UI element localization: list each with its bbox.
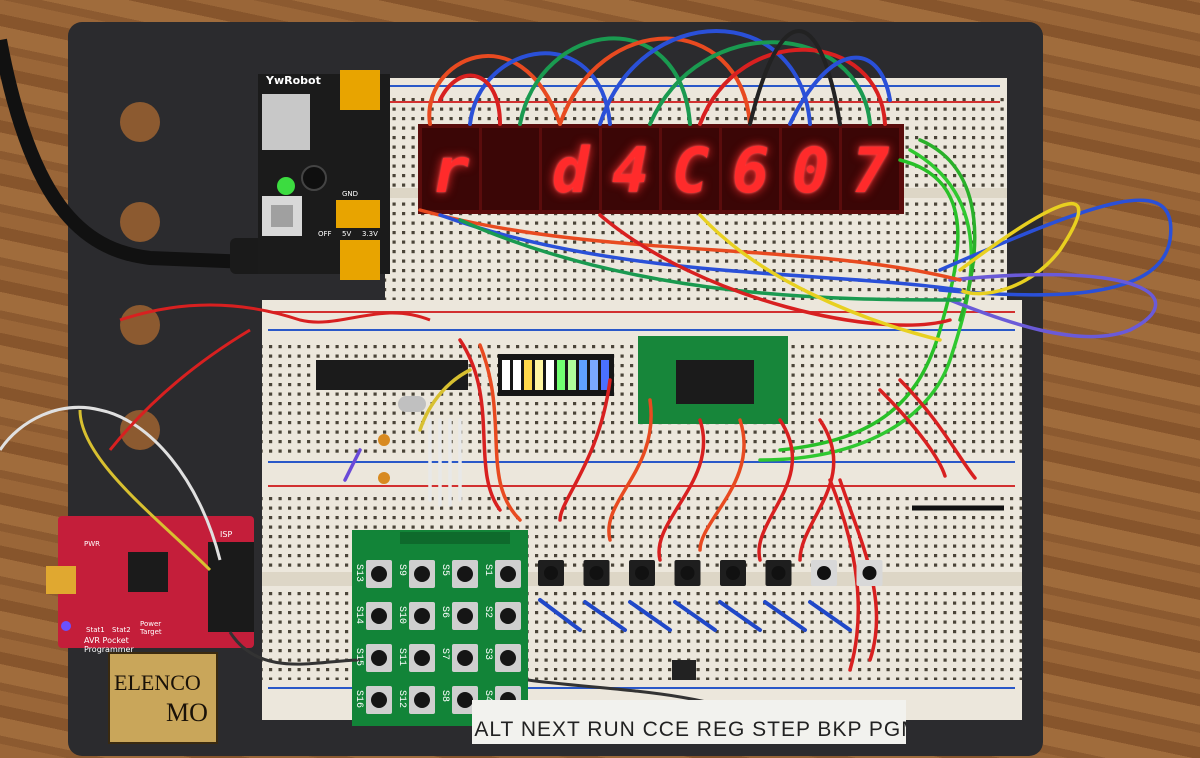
keypad-key-label: S5 <box>439 564 450 577</box>
elenco-label: ELENCO MO <box>108 652 218 744</box>
bargraph-segment <box>502 360 510 390</box>
elenco-text: ELENCO <box>114 670 201 695</box>
tactile-button[interactable] <box>583 560 610 586</box>
keypad-key[interactable] <box>366 560 392 588</box>
power-cable <box>0 38 251 269</box>
keypad-key-label: S15 <box>353 648 364 667</box>
keypad-key[interactable] <box>409 644 435 672</box>
tactile-button[interactable] <box>765 560 792 586</box>
pwr-label: PWR <box>84 540 101 548</box>
keypad-key[interactable] <box>409 686 435 714</box>
seven-segment-digit: r <box>431 133 470 207</box>
keypad-key-label: S11 <box>396 648 407 667</box>
seven-segment-digit: 7 <box>851 133 890 207</box>
bargraph-segment <box>513 360 521 390</box>
keypad-key[interactable] <box>366 686 392 714</box>
slide-switch <box>672 660 696 680</box>
keypad-key[interactable] <box>366 644 392 672</box>
microcontroller-chip <box>316 360 468 390</box>
keypad-key-label: S13 <box>353 564 364 583</box>
stat1-label: Stat1 <box>86 626 105 634</box>
keypad-key[interactable] <box>409 602 435 630</box>
keypad-key[interactable] <box>495 560 521 588</box>
capacitor <box>378 472 390 484</box>
power-pin-label: GND <box>342 190 359 198</box>
seven-segment-digit: d <box>551 133 590 207</box>
tactile-button[interactable] <box>811 560 837 586</box>
seven-segment-digit <box>482 128 539 212</box>
keypad-key-label: S10 <box>396 606 407 625</box>
bargraph-segment <box>579 360 587 390</box>
keypad-key[interactable] <box>452 602 478 630</box>
power-module-brand: YwRobot <box>266 74 321 87</box>
keypad-key-label: S8 <box>439 690 450 703</box>
keypad-key-label: S9 <box>396 564 407 577</box>
keypad-key[interactable] <box>452 560 478 588</box>
keypad-key[interactable] <box>452 644 478 672</box>
keypad-key-label: S1 <box>482 564 493 577</box>
keypad-key[interactable] <box>409 560 435 588</box>
power-pin-label: OFF <box>318 230 332 238</box>
seven-segment-digit: 4 <box>611 133 650 207</box>
bargraph-segment <box>535 360 543 390</box>
stat2-label: Stat2 <box>112 626 131 634</box>
tactile-button[interactable] <box>674 560 701 586</box>
tactile-button[interactable] <box>856 560 883 586</box>
board-slot <box>120 202 160 242</box>
power-pin-label: 3.3V <box>362 230 378 238</box>
bargraph-segment <box>557 360 565 390</box>
power-pin-label: 5V <box>342 230 352 238</box>
seven-segment-digit: 0 <box>791 133 830 207</box>
tactile-button[interactable] <box>720 560 746 586</box>
power-target-label: Power Target <box>140 620 162 636</box>
bargraph-segment <box>546 360 554 390</box>
keypad-key-label: S2 <box>482 606 493 619</box>
keypad-key[interactable] <box>495 602 521 630</box>
elenco-model: MO <box>166 698 208 727</box>
keypad-key[interactable] <box>495 644 521 672</box>
tactile-button[interactable] <box>538 560 564 586</box>
keypad-key-label: S14 <box>353 606 364 625</box>
board-slot <box>120 305 160 345</box>
bargraph-segment <box>601 360 609 390</box>
keypad-key[interactable] <box>366 602 392 630</box>
seven-segment-digit: C <box>671 133 710 207</box>
programmer-name: AVR Pocket Programmer <box>84 636 134 654</box>
bargraph-segment <box>568 360 576 390</box>
bargraph-segment <box>524 360 532 390</box>
isp-label: ISP <box>220 530 233 539</box>
board-slot <box>120 102 160 142</box>
keypad-key-label: S6 <box>439 606 450 619</box>
keypad-key[interactable] <box>452 686 478 714</box>
bargraph-segment <box>590 360 598 390</box>
tactile-button[interactable] <box>629 560 655 586</box>
capacitor <box>378 434 390 446</box>
keypad-key-label: S16 <box>353 690 364 709</box>
crystal <box>398 396 426 412</box>
seven-segment-digit: 6 <box>731 133 770 207</box>
button-label-tape: HALT NEXT RUN CCE REG STEP BKP PGM <box>472 700 906 744</box>
keypad-key-label: S7 <box>439 648 450 661</box>
keypad-key-label: S12 <box>396 690 407 709</box>
keypad-key-label: S3 <box>482 648 493 661</box>
